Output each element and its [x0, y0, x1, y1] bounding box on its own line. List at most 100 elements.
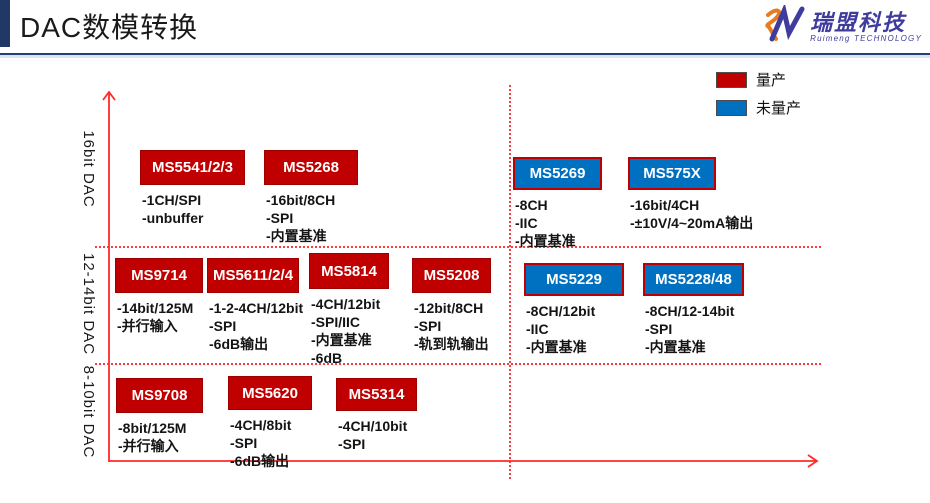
chip-feature: -14bit/125M: [117, 300, 194, 316]
logo-text: 瑞盟科技 Ruimeng TECHNOLOGY: [810, 12, 922, 43]
chip-feature: -12bit/8CH: [414, 300, 484, 316]
chip-name: MS5229: [546, 271, 602, 288]
chip-feature: -8CH/12-14bit: [645, 303, 735, 319]
chip-feature-list: -4CH/8bit-SPI-6dB输出: [228, 416, 312, 470]
chip-feature-list: -14bit/125M -并行输入: [115, 299, 203, 335]
header-accent-bar: [0, 0, 10, 47]
chip-feature: -6dB: [311, 350, 343, 366]
y-axis-arrow-icon: [102, 90, 116, 101]
chip-card: MS5620-4CH/8bit-SPI-6dB输出: [228, 376, 312, 470]
chip-name-box: MS575X: [628, 157, 716, 190]
chip-feature: -6dB输出: [230, 453, 290, 469]
chip-feature-list: -4CH/10bit -SPI: [336, 417, 417, 453]
chip-name-box: MS5268: [264, 150, 358, 185]
chip-feature: -并行输入: [118, 438, 179, 454]
logo-monogram-icon: [756, 2, 808, 50]
chip-card: MS9708 -8bit/125M-并行输入: [116, 378, 203, 455]
chip-feature: -并行输入: [117, 318, 178, 334]
chip-name-box: MS9708: [116, 378, 203, 413]
chip-feature: -±10V/4~20mA输出: [630, 215, 754, 231]
company-logo: 瑞盟科技 Ruimeng TECHNOLOGY: [756, 2, 922, 50]
chip-name: MS5314: [348, 386, 405, 403]
legend-swatch-icon: [716, 99, 747, 116]
chip-feature-list: -1-2-4CH/12bit-SPI-6dB输出: [207, 299, 303, 353]
chip-feature: -6dB输出: [209, 336, 269, 352]
chip-name-box: MS9714: [115, 258, 203, 293]
x-axis-arrow-icon: [807, 454, 819, 468]
chip-card: MS5228/48 -8CH/12-14bit -SPI -内置基准: [643, 263, 744, 356]
chip-feature: -16bit/4CH: [630, 197, 700, 213]
chip-feature: -unbuffer: [142, 210, 204, 226]
chip-card: MS5269 -8CH -IIC -内置基准: [513, 157, 602, 250]
chip-feature: -内置基准: [311, 332, 372, 348]
chip-feature-list: -8CH/12bit -IIC -内置基准: [524, 302, 624, 356]
chip-name: MS5620: [242, 384, 298, 402]
chip-feature: -SPI/IIC: [311, 314, 361, 330]
chip-feature: -轨到轨输出: [414, 336, 489, 352]
chip-feature-list: -8CH -IIC -内置基准: [513, 196, 602, 250]
chip-feature: -SPI: [645, 321, 673, 337]
chip-feature-list: -4CH/12bit -SPI/IIC -内置基准 -6dB: [309, 295, 389, 367]
legend-item-pre: 未量产: [716, 97, 801, 118]
chip-feature: -内置基准: [515, 233, 576, 249]
chip-feature: -SPI: [338, 436, 366, 452]
chip-feature: -IIC: [526, 321, 549, 337]
chip-name: MS9708: [131, 387, 188, 404]
chip-feature: -4CH/12bit: [311, 296, 381, 312]
row-label-3: 8-10bit DAC: [80, 365, 97, 459]
chip-feature: -SPI: [266, 210, 294, 226]
chip-name-box: MS5314: [336, 378, 417, 411]
chip-feature: -8CH: [515, 197, 548, 213]
slide-header: DAC数模转换 瑞盟科技 Ruimeng TECHNOLOGY: [0, 0, 930, 55]
chip-feature: -SPI: [230, 435, 258, 451]
chip-card: MS5268-16bit/8CH-SPI-内置基准: [264, 150, 358, 245]
chip-feature: -IIC: [515, 215, 538, 231]
chip-feature-list: -8CH/12-14bit -SPI -内置基准: [643, 302, 744, 356]
legend-label: 未量产: [756, 100, 802, 117]
chip-card: MS5541/2/3 -1CH/SPI -unbuffer: [140, 150, 245, 227]
logo-name-cn: 瑞盟科技: [810, 10, 907, 35]
logo-name-en: Ruimeng TECHNOLOGY: [810, 34, 922, 43]
chip-feature: -1CH/SPI: [142, 192, 202, 208]
chip-name-box: MS5228/48: [643, 263, 744, 296]
chip-name: MS9714: [131, 267, 187, 284]
chip-feature-list: -12bit/8CH -SPI -轨到轨输出: [412, 299, 491, 353]
chip-name-box: MS5620: [228, 376, 312, 410]
chip-feature-list: -8bit/125M-并行输入: [116, 419, 203, 455]
legend-swatch-icon: [716, 71, 747, 88]
chip-card: MS5229 -8CH/12bit -IIC -内置基准: [524, 263, 624, 356]
chip-name: MS5208: [423, 267, 480, 284]
chip-card: MS575X -16bit/4CH -±10V/4~20mA输出: [628, 157, 753, 232]
chip-card: MS5314 -4CH/10bit -SPI: [336, 378, 417, 453]
chip-name: MS5814: [321, 262, 377, 280]
chip-card: MS9714 -14bit/125M -并行输入: [115, 258, 203, 335]
chip-card: MS5814 -4CH/12bit -SPI/IIC -内置基准 -6dB: [309, 253, 389, 367]
row-divider-1: [95, 246, 821, 248]
chip-card: MS5611/2/4-1-2-4CH/12bit-SPI-6dB输出: [207, 258, 303, 353]
chip-feature: -内置基准: [526, 339, 587, 355]
chip-name: MS5228/48: [655, 271, 732, 288]
chip-feature-list: -16bit/8CH-SPI-内置基准: [264, 191, 358, 245]
chip-card: MS5208 -12bit/8CH -SPI -轨到轨输出: [412, 258, 491, 353]
chip-feature: -8CH/12bit: [526, 303, 596, 319]
chip-name-box: MS5208: [412, 258, 491, 293]
legend: 量产未量产: [716, 69, 801, 118]
row-divider-2: [95, 363, 821, 365]
chip-name-box: MS5229: [524, 263, 624, 296]
chip-name: MS5611/2/4: [212, 267, 294, 284]
row-label-2: 12-14bit DAC: [80, 252, 97, 356]
chip-feature: -16bit/8CH: [266, 192, 336, 208]
chip-name: MS5269: [529, 165, 586, 182]
legend-item-mass: 量产: [716, 69, 801, 90]
chip-feature-list: -1CH/SPI -unbuffer: [140, 191, 245, 227]
chip-name: MS5268: [283, 159, 339, 176]
chip-feature: -SPI: [209, 318, 237, 334]
chip-feature: -SPI: [414, 318, 442, 334]
chip-feature: -内置基准: [645, 339, 706, 355]
chip-feature-list: -16bit/4CH -±10V/4~20mA输出: [628, 196, 753, 232]
chip-name-box: MS5269: [513, 157, 602, 190]
chip-name-box: MS5611/2/4: [207, 258, 299, 293]
chip-name-box: MS5541/2/3: [140, 150, 245, 185]
chip-feature: -4CH/10bit: [338, 418, 408, 434]
